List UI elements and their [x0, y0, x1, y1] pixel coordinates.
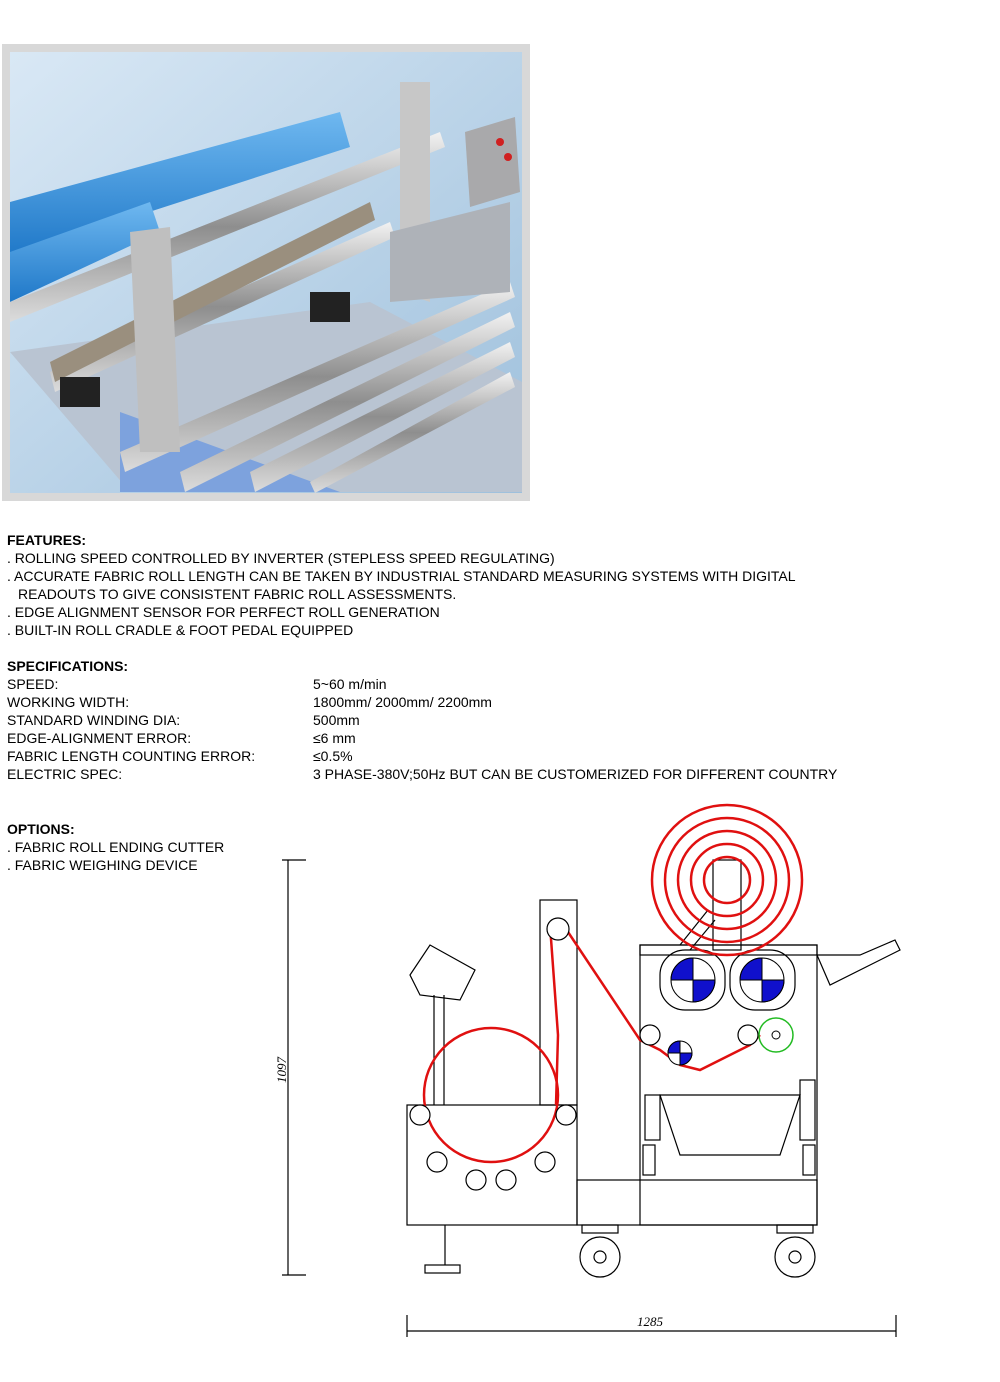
features-heading: FEATURES: — [7, 532, 87, 548]
caster-right — [774, 1236, 816, 1278]
feature-item: . EDGE ALIGNMENT SENSOR FOR PERFECT ROLL… — [7, 604, 440, 620]
options-section: OPTIONS: . FABRIC ROLL ENDING CUTTER . F… — [7, 820, 407, 874]
fabric-roll-winding — [650, 803, 804, 957]
feature-item: . BUILT-IN ROLL CRADLE & FOOT PEDAL EQUI… — [7, 622, 354, 638]
width-dimension-label: 1285 — [637, 1314, 664, 1329]
height-dimension-label: 1097 — [274, 1057, 289, 1084]
option-item: . FABRIC WEIGHING DEVICE — [7, 857, 198, 873]
fabric-rolling-machine-image — [10, 52, 522, 493]
machine-side-view-diagram: 1097 1285 — [274, 803, 901, 1337]
spec-value: 1800mm/ 2000mm/ 2200mm — [313, 694, 492, 710]
spec-row: WORKING WIDTH: 1800mm/ 2000mm/ 2200mm — [7, 693, 907, 711]
spec-row: STANDARD WINDING DIA: 500mm — [7, 711, 907, 729]
base-frame — [576, 1179, 818, 1226]
spec-row: FABRIC LENGTH COUNTING ERROR: ≤0.5% — [7, 747, 907, 765]
product-photo — [10, 52, 522, 493]
options-heading: OPTIONS: — [7, 821, 75, 837]
display-panel — [409, 944, 476, 1001]
spec-value: 3 PHASE-380V;50Hz BUT CAN BE CUSTOMERIZE… — [313, 766, 838, 782]
spec-label: SPEED: — [7, 676, 59, 692]
spec-row: SPEED: 5~60 m/min — [7, 675, 907, 693]
spec-value: 500mm — [313, 712, 360, 728]
fabric-roll-cradle — [422, 1026, 560, 1164]
technical-drawing: 1097 1285 — [260, 795, 1000, 1355]
product-photo-frame — [2, 44, 530, 501]
feature-item-continuation: READOUTS TO GIVE CONSISTENT FABRIC ROLL … — [18, 586, 457, 602]
spec-label: WORKING WIDTH: — [7, 694, 130, 710]
caster-left — [579, 1236, 621, 1278]
spec-label: EDGE-ALIGNMENT ERROR: — [7, 730, 192, 746]
specifications-section: SPECIFICATIONS: SPEED: 5~60 m/min WORKIN… — [7, 657, 907, 783]
specifications-heading: SPECIFICATIONS: — [7, 658, 129, 674]
spec-row: EDGE-ALIGNMENT ERROR: ≤6 mm — [7, 729, 907, 747]
left-unit-body — [406, 1104, 578, 1226]
spec-label: ELECTRIC SPEC: — [7, 766, 123, 782]
spec-row: ELECTRIC SPEC: 3 PHASE-380V;50Hz BUT CAN… — [7, 765, 907, 783]
spec-label: STANDARD WINDING DIA: — [7, 712, 181, 728]
spec-label: FABRIC LENGTH COUNTING ERROR: — [7, 748, 256, 764]
option-item: . FABRIC ROLL ENDING CUTTER — [7, 839, 225, 855]
spec-value: 5~60 m/min — [313, 676, 387, 692]
feature-item: . ROLLING SPEED CONTROLLED BY INVERTER (… — [7, 550, 555, 566]
feature-item: . ACCURATE FABRIC ROLL LENGTH CAN BE TAK… — [7, 568, 796, 584]
edge-sensor-roller — [758, 1017, 794, 1053]
spec-value: ≤6 mm — [313, 730, 356, 746]
winding-core-holder — [712, 859, 742, 951]
features-section: FEATURES: . ROLLING SPEED CONTROLLED BY … — [7, 531, 907, 639]
main-body — [639, 944, 818, 1226]
spec-value: ≤0.5% — [313, 748, 353, 764]
